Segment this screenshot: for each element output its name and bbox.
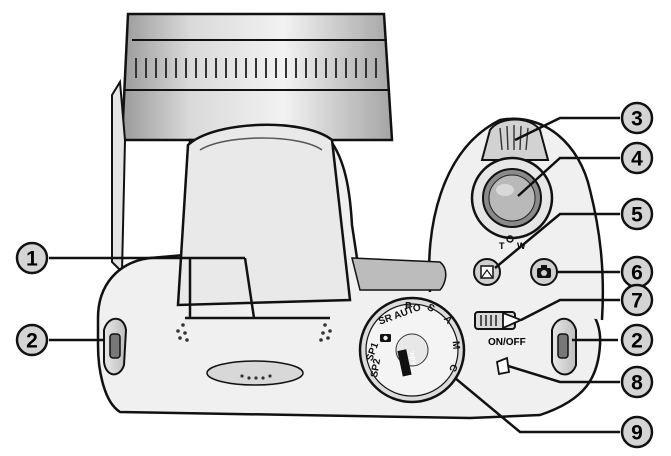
svg-text:6: 6 [631,262,643,285]
dial-label-p: P [405,301,412,312]
flash-housing [176,123,352,307]
dial-label-c: C [446,363,459,374]
switch-arrow-icon [502,311,524,330]
stereo-microphone [176,323,332,342]
callout-badge-6: 6 [620,255,654,289]
leader-3 [514,116,620,142]
callout-badge-7: 7 [620,283,654,317]
leader-1b [243,257,256,319]
callout-badge-2-left: 2 [15,323,49,357]
function-button-6[interactable] [530,258,558,286]
lens-ring-ribs [135,58,377,78]
svg-text:8: 8 [631,372,643,395]
leader-8 [507,364,620,384]
svg-text:2: 2 [631,330,643,353]
leader-5 [494,212,620,269]
indicator-lamp [495,356,511,376]
leader-lines [49,116,620,434]
callout-badge-8: 8 [620,365,654,399]
mode-dial[interactable] [358,296,466,404]
leader-7 [520,298,620,322]
lens-barrel [120,12,394,142]
body-shadow [351,257,447,291]
svg-text:4: 4 [631,148,643,171]
callout-badge-9: 9 [620,415,654,449]
shutter-button[interactable] [470,156,554,240]
leader-9 [454,377,620,434]
dial-camera-icon [380,334,391,342]
speaker-dots [240,374,272,380]
callout-badge-4: 4 [620,141,654,175]
function-button-5[interactable] [473,258,501,286]
dial-label-adv: Adv. [409,350,418,366]
callout-badge-5: 5 [620,197,654,231]
strap-eyelet-left [103,317,128,376]
svg-text:2: 2 [26,330,38,353]
svg-text:9: 9 [631,422,643,445]
svg-text:5: 5 [631,204,643,227]
callout-badge-1: 1 [15,241,49,275]
power-switch[interactable] [474,311,524,330]
zoom-dot [506,235,514,243]
dial-label-sp2: SP2 [369,357,383,378]
svg-text:7: 7 [631,290,643,313]
leader-4 [517,156,620,197]
callout-badge-3: 3 [620,101,654,135]
zoom-label-t: T [499,241,505,251]
power-switch-label: ON/OFF [488,337,526,348]
left-side-panel [111,78,127,275]
svg-text:3: 3 [631,108,643,131]
speaker-grille [206,360,304,386]
callout-badge-2-right: 2 [620,323,654,357]
camera-icon [537,265,551,278]
dial-label-m: M [450,341,462,350]
dial-label-s: S [425,302,437,315]
dial-label-adv-box [397,349,412,377]
svg-text:1: 1 [26,248,38,271]
strap-eyelet-right [551,317,577,376]
